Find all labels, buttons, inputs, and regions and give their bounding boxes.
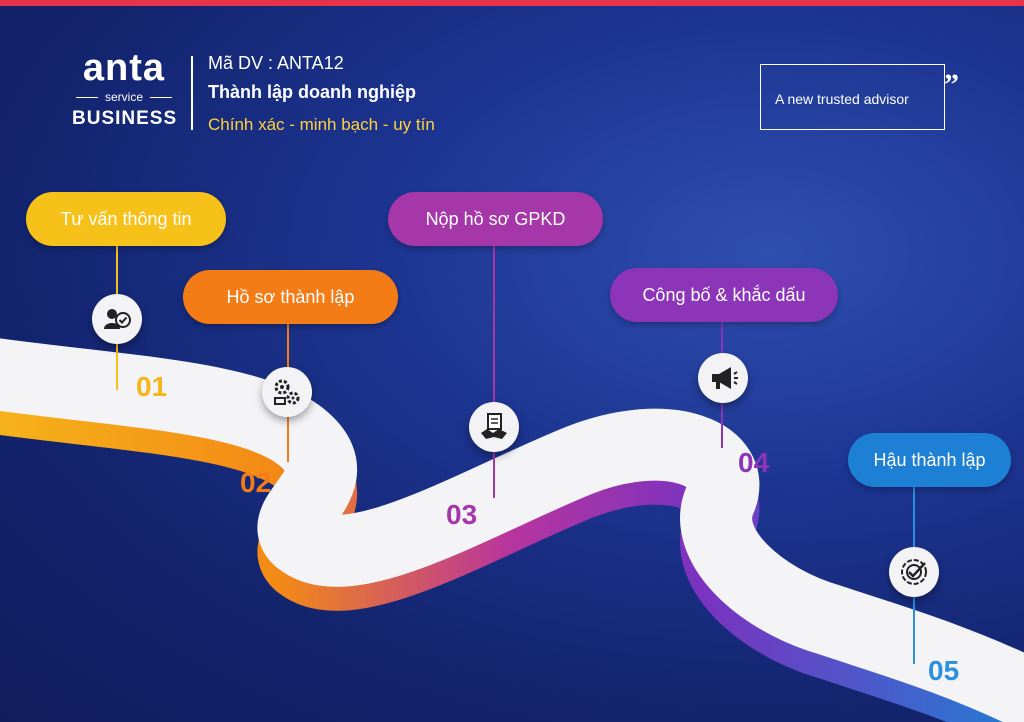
target-check-icon (889, 547, 939, 597)
header-divider (191, 56, 193, 130)
service-name: Thành lập doanh nghiệp (208, 82, 416, 102)
logo-business-text: BUSINESS (72, 108, 178, 129)
logo-wordmark: anta (82, 47, 166, 89)
trusted-advisor-text: A new trusted advisor (775, 91, 909, 107)
trusted-advisor-box: A new trusted advisor (760, 64, 945, 130)
slogan: Chính xác - minh bạch - uy tín (208, 115, 435, 134)
step-3-label: Nộp hồ sơ GPKD (388, 192, 603, 246)
quote-mark: ” (944, 68, 959, 101)
step-5-number: 05 (928, 655, 960, 686)
logo-service-text: service (104, 90, 143, 104)
step-1-label: Tư vấn thông tin (26, 192, 226, 246)
step-3-number: 03 (446, 499, 478, 530)
anta-logo: anta service BUSINESS (72, 48, 176, 132)
step-2-number: 02 (240, 467, 272, 498)
consult-user-check-icon (92, 294, 142, 344)
megaphone-icon (698, 353, 748, 403)
logo-rule-right (150, 97, 172, 98)
step-2-label: Hồ sơ thành lập (183, 270, 398, 324)
step-4-number: 04 (738, 447, 770, 478)
logo-rule-left (76, 97, 98, 98)
step-4-label: Công bố & khắc dấu (610, 268, 838, 322)
gear-process-icon (262, 367, 312, 417)
step-1-number: 01 (136, 371, 168, 402)
top-accent-bar (0, 0, 1024, 6)
document-handshake-icon (469, 402, 519, 452)
service-code: Mã DV : ANTA12 (208, 53, 344, 73)
step-5-label: Hậu thành lập (848, 433, 1011, 487)
